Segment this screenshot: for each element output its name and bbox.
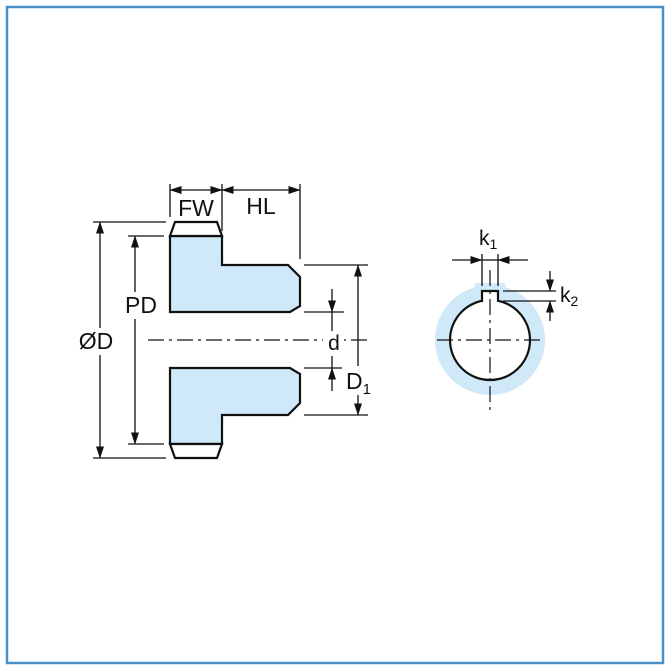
end-view: k1 k2 (435, 227, 579, 412)
label-k2: k2 (560, 284, 579, 309)
label-d1-sub: 1 (363, 381, 371, 398)
label-bg (323, 331, 344, 356)
label-k1-base: k (479, 227, 490, 250)
end-dimension-labels: k1 k2 (479, 227, 579, 309)
label-k2-base: k (560, 284, 571, 307)
label-bg (342, 366, 379, 395)
label-od: ØD (79, 328, 114, 354)
section-dimension-lines (96, 186, 362, 459)
label-k1-sub: 1 (490, 236, 498, 252)
section-dimension-labels: FW HL PD ØD d D1 (75, 193, 379, 398)
keyway-mask (482, 292, 498, 305)
label-d1: D1 (346, 368, 371, 398)
tooth-bottom (168, 442, 224, 460)
gear-teeth (168, 220, 224, 460)
label-k1: k1 (479, 227, 498, 252)
label-k2-sub: 2 (571, 293, 579, 309)
tooth-top (168, 220, 224, 238)
label-d: d (328, 332, 340, 355)
label-pd: PD (125, 292, 157, 318)
gear-body-lower (168, 366, 302, 446)
section-extension-lines (93, 184, 368, 459)
gear-body-upper (168, 234, 302, 314)
label-hl: HL (246, 193, 276, 219)
gear-section-body (168, 234, 302, 446)
label-fw: FW (178, 195, 214, 221)
label-d1-base: D (346, 368, 363, 394)
label-bg (75, 328, 118, 355)
section-view: FW HL PD ØD d D1 (75, 184, 379, 460)
frame-border (5, 5, 665, 665)
label-bg (120, 292, 162, 319)
end-dimension-lines (452, 256, 554, 321)
